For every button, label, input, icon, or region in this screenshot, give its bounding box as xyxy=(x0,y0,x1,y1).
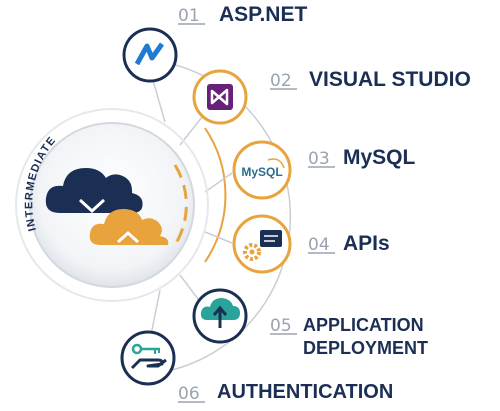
dotnet-icon xyxy=(134,42,165,66)
visual-studio-icon xyxy=(207,84,233,110)
step-06-title: AUTHENTICATION xyxy=(217,381,393,403)
cloud-download-icon xyxy=(45,168,143,214)
step-01: 01 ASP.NET xyxy=(122,3,307,83)
step-01-number: 01 xyxy=(178,6,200,26)
svg-text:MySQL: MySQL xyxy=(241,165,282,179)
step-03: MySQL 03 MySQL xyxy=(232,140,416,200)
central-hub xyxy=(15,108,209,302)
api-gear-icon xyxy=(243,230,282,261)
step-05-title-line-1: APPLICATION xyxy=(303,315,424,335)
step-04-number: 04 xyxy=(308,235,330,255)
step-02-number: 02 xyxy=(270,71,292,91)
step-03-number: 03 xyxy=(308,149,330,169)
step-05-number: 05 xyxy=(270,316,292,336)
step-02-title: VISUAL STUDIO xyxy=(309,68,471,91)
connector-ring-accent xyxy=(204,127,227,263)
step-02: 02 VISUAL STUDIO xyxy=(192,68,471,125)
step-06-number: 06 xyxy=(178,384,200,404)
step-05-title-line-2: DEPLOYMENT xyxy=(303,338,428,358)
cloud-upload-icon xyxy=(200,298,240,328)
key-hand-icon xyxy=(130,343,167,370)
step-04: 04 APIs xyxy=(232,214,390,274)
step-04-title: APIs xyxy=(343,232,390,255)
cloud-upload-hub-icon xyxy=(89,208,169,245)
mysql-icon: MySQL xyxy=(241,158,285,179)
step-03-title: MySQL xyxy=(343,146,416,169)
step-01-title: ASP.NET xyxy=(219,3,307,26)
step-05: 05 APPLICATION DEPLOYMENT xyxy=(192,288,428,358)
step-06: 06 AUTHENTICATION xyxy=(120,330,393,404)
